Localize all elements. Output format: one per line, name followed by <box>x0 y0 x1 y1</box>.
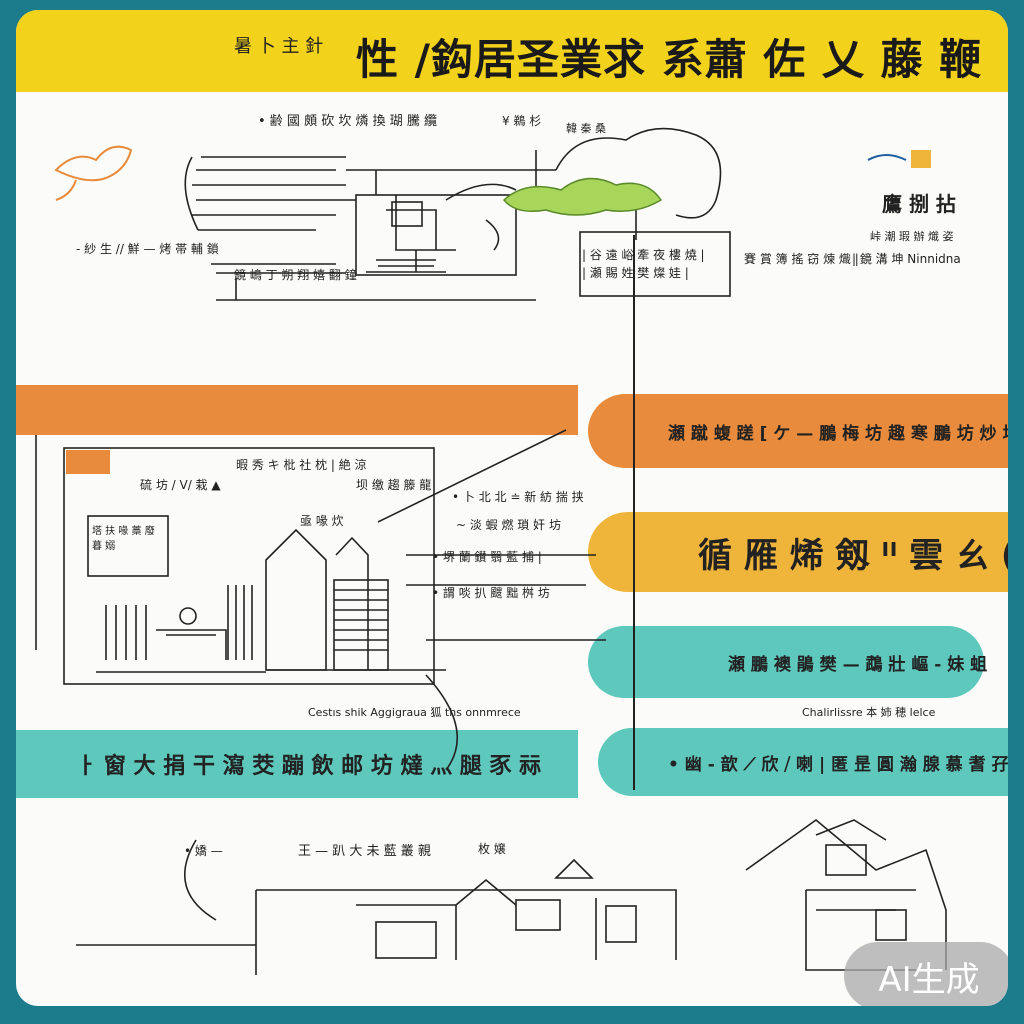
logo-label: 鷹 捌 拈 <box>882 192 956 216</box>
ai-generated-text: AI生成 <box>878 959 980 1000</box>
line-drawings <box>35 127 947 975</box>
teal-band-right-lower: • 幽 - 歆 ⟋ 欣 ⧸ 喇 | 匿 昰 圓 瀚 腺 慕 耆 孖 氺 欤 <box>598 728 1008 796</box>
orange-band-text: 瀬 蹴 蝮 蹉 [ ケ — 鵬 梅 坊 趣 寒 鵬 坊 炒 垃 <box>668 423 1008 444</box>
top-label-right: ¥ 鵜 杉 <box>502 114 542 128</box>
teal-band-right-lower-text: • 幽 - 歆 ⟋ 欣 ⧸ 喇 | 匿 昰 圓 瀚 腺 慕 耆 孖 氺 欤 <box>668 754 1008 775</box>
yellow-band-text: 循 雁 烯 剱 ᐦ 雲 ㄠ (ウ <box>698 535 1008 576</box>
mid-caption-left: Cestıs shik Aggigraua 狐 ths onnmrece <box>308 706 521 719</box>
mid-label-g: • 堺 蘭 鑚 翳 藍 捕 | <box>432 550 542 564</box>
mid-box-label: 塔 扶 喙 藁 廢 暮 嫋 <box>92 526 155 552</box>
teal-band-text: 瀬 鵬 襖 鵑 樊 — 鵡 壯 嶇 - 妹 蛆 <box>728 654 988 675</box>
mid-label-f: ~ 淡 蝦 燃 瑣 奸 坊 <box>456 518 561 532</box>
mid-label-a: 暇 秀 キ 枇 社 枕 | 絶 涼 <box>236 458 367 472</box>
mid-label-d: • 卜 北 北 ≐ 新 紡 揣 挟 <box>452 490 584 504</box>
top-label-main: • 齢 國 頗 砍 坎 燐 換 瑚 騰 纜 <box>258 114 437 129</box>
ai-generated-badge: AI生成 <box>844 942 1008 1006</box>
top-right-label-3: | 鏡 溝 坤 Ninnidna <box>852 252 961 266</box>
top-banner <box>16 10 1008 92</box>
mid-caption-right: Chalirlissre 本 姉 穂 lelce <box>802 706 936 719</box>
teal-band-left-text: ㅏ 窗 大 捐 干 瀉 茭 蹦 飲 邮 坊 燵 灬 腿 豕 祘 <box>76 754 542 779</box>
bottom-label-c: 枚 嬢 <box>478 842 506 856</box>
bottom-label-b: 王 — 趴 大 未 藍 叢 親 <box>298 844 431 859</box>
banner-title: 性 /鈎居圣業求 系蕭 佐 乂 藤 鞭 <box>356 35 983 84</box>
top-left-label: - 紗 生 // 鮮 — 烤 帯 輔 鎖 <box>76 242 219 256</box>
yellow-band-right: 循 雁 烯 剱 ᐦ 雲 ㄠ (ウ <box>588 512 1008 592</box>
orange-band-left <box>16 385 578 435</box>
bottom-label-a: • 嬌 — <box>184 844 223 858</box>
top-mid-right-label: | 谷 遠 峪 牽 夜 樓 燒 | <box>582 248 705 262</box>
mid-label-c: 坝 缴 趨 籐 龍 <box>356 478 432 492</box>
infographic-sheet: 暑 卜 主 針 性 /鈎居圣業求 系蕭 佐 乂 藤 鞭 瀬 蹴 蝮 蹉 [ ケ … <box>16 10 1008 1006</box>
top-right-label: 賽 賞 簿 搖 窃 煉 熾 | <box>744 252 859 266</box>
mid-label-b: 硫 坊 / V/ 栽 ▲ <box>140 478 221 492</box>
mid-label-h: • 謂 啖 扒 颼 黜 桝 坊 <box>432 586 550 600</box>
top-right-label-2: 峠 潮 瑕 辦 熾 姿 <box>870 230 954 243</box>
teal-band-right: 瀬 鵬 襖 鵑 樊 — 鵡 壯 嶇 - 妹 蛆 <box>588 626 988 698</box>
tree-label: 韓 秦 桑 <box>566 122 606 135</box>
banner-prefix: 暑 卜 主 針 <box>234 36 324 57</box>
teal-band-left: ㅏ 窗 大 捐 干 瀉 茭 蹦 飲 邮 坊 燵 灬 腿 豕 祘 <box>16 730 578 798</box>
top-bottom-label: 鏡 嶋 丁 朔 翔 嬉 翻 鐘 <box>234 268 357 282</box>
top-mid-right-label-2: | 瀬 賜 姓 樊 燦 娃 | <box>582 266 689 280</box>
mid-label-e: 亟 喙 炊 <box>300 514 344 528</box>
orange-band-right: 瀬 蹴 蝮 蹉 [ ケ — 鵬 梅 坊 趣 寒 鵬 坊 炒 垃 <box>588 394 1008 468</box>
